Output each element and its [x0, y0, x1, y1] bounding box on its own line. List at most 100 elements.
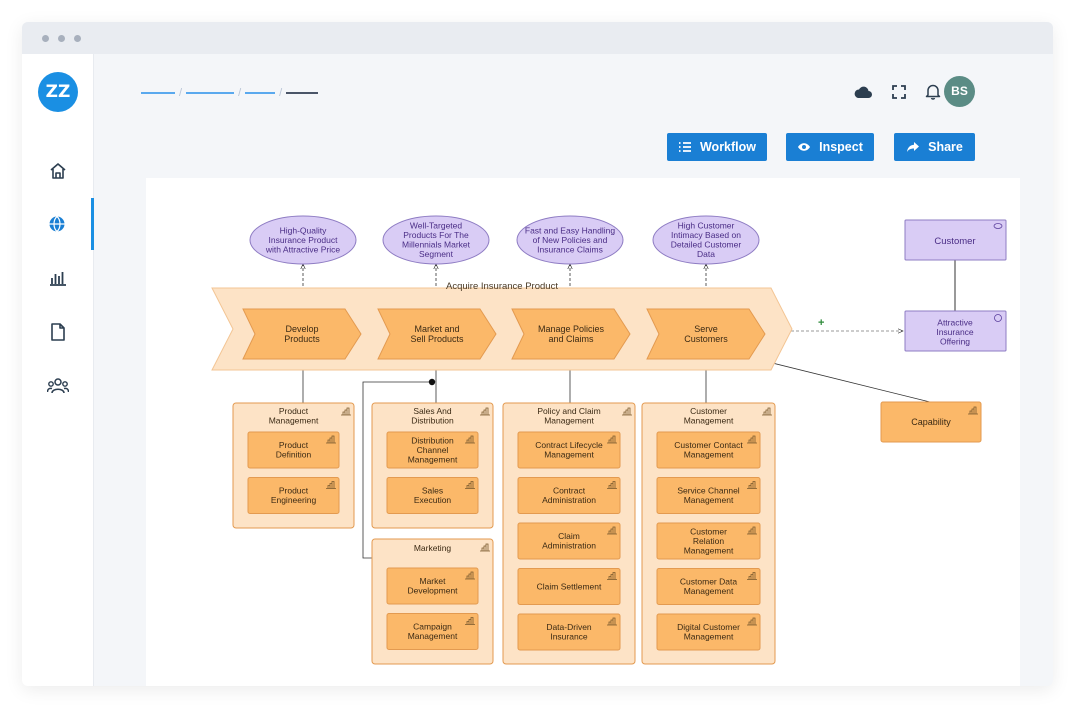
- capability-item-label: Management: [408, 454, 458, 464]
- capability-item-label: Claim: [558, 531, 580, 541]
- workflow-button[interactable]: Workflow: [667, 133, 767, 161]
- capability-item-label: Distribution: [411, 435, 454, 445]
- title-bar: [22, 22, 1053, 54]
- capability-item-label: Market: [420, 576, 447, 586]
- capability-item-label: Channel: [417, 445, 449, 455]
- eye-icon: [798, 143, 811, 151]
- group-title: Marketing: [414, 543, 452, 553]
- capability-item-label: Management: [684, 632, 734, 642]
- cloud-icon[interactable]: [853, 85, 873, 99]
- target-icon: [994, 314, 1002, 322]
- window-dot: [74, 35, 81, 42]
- home-icon: [50, 163, 66, 179]
- capability-item-label: Service Channel: [677, 486, 739, 496]
- value-stream-stage[interactable]: [511, 308, 631, 360]
- window-dot: [58, 35, 65, 42]
- inspect-button[interactable]: Inspect: [786, 133, 874, 161]
- capability-item[interactable]: [247, 431, 340, 469]
- capability-item-label: Digital Customer: [677, 622, 740, 632]
- capability-icon: [480, 407, 490, 416]
- goal-label: High-Quality: [280, 225, 328, 235]
- capability-item-label: Insurance: [550, 632, 588, 642]
- capability-item[interactable]: [517, 613, 621, 651]
- serving-connector: [362, 381, 432, 559]
- nav-home[interactable]: [22, 145, 94, 197]
- capability-icon: [326, 435, 336, 444]
- offering-box[interactable]: [904, 310, 1007, 352]
- archimate-diagram[interactable]: Acquire Insurance ProductDevelopProducts…: [146, 178, 1020, 686]
- stage-label: Market and: [414, 324, 459, 334]
- goal-label: Products For The: [403, 230, 469, 240]
- capability-item[interactable]: [656, 522, 761, 560]
- capability-box[interactable]: [880, 401, 982, 443]
- goal-ellipse[interactable]: [516, 215, 624, 265]
- goal-ellipse[interactable]: [652, 215, 760, 265]
- capability-icon: [762, 407, 772, 416]
- capability-item[interactable]: [656, 568, 761, 605]
- capability-icon: [607, 617, 617, 626]
- inspect-label: Inspect: [819, 140, 863, 154]
- capability-item[interactable]: [656, 431, 761, 469]
- capability-item-label: Data-Driven: [546, 622, 592, 632]
- nav-reports[interactable]: [22, 252, 94, 304]
- customer-role[interactable]: [904, 219, 1007, 261]
- window-dot: [42, 35, 49, 42]
- capability-item-label: Management: [684, 495, 734, 505]
- nav-documents[interactable]: [22, 306, 94, 358]
- capability-icon: [341, 407, 351, 416]
- capability-item-label: Definition: [276, 450, 312, 460]
- group-title: Distribution: [411, 416, 454, 426]
- stage-label: Products: [284, 334, 320, 344]
- offering-label: Insurance: [936, 327, 974, 337]
- capability-item[interactable]: [247, 477, 340, 514]
- capability-item[interactable]: [386, 567, 479, 605]
- breadcrumb-current: [286, 92, 319, 94]
- capability-item[interactable]: [386, 613, 479, 650]
- breadcrumb-item[interactable]: [141, 92, 175, 94]
- breadcrumb-item[interactable]: [245, 92, 276, 94]
- stage-label: Manage Policies: [538, 324, 605, 334]
- bar-chart-icon: [50, 272, 66, 286]
- capability-icon: [326, 481, 336, 489]
- capability-icon: [465, 617, 475, 625]
- goal-label: Intimacy Based on: [671, 230, 741, 240]
- stage-label: Sell Products: [410, 334, 464, 344]
- goal-label: Well-Targeted: [410, 221, 463, 231]
- goal-label: Detailed Customer: [671, 240, 742, 250]
- nav-globe[interactable]: [22, 198, 94, 250]
- goal-ellipse[interactable]: [249, 215, 357, 265]
- capability-item[interactable]: [517, 477, 621, 514]
- capability-item-label: Management: [684, 586, 734, 596]
- capability-item[interactable]: [517, 568, 621, 605]
- offering-label: Attractive: [937, 317, 973, 327]
- list-icon: [678, 142, 691, 152]
- group-title: Sales And: [413, 406, 452, 416]
- capability-item[interactable]: [386, 431, 479, 469]
- capability-item-label: Engineering: [271, 495, 317, 505]
- capability-icon: [747, 435, 757, 444]
- capability-item-label: Management: [684, 450, 734, 460]
- value-stream-stage[interactable]: [377, 308, 497, 360]
- goal-label: with Attractive Price: [265, 244, 340, 254]
- nav-users[interactable]: [22, 360, 94, 412]
- capability-item[interactable]: [656, 477, 761, 514]
- capability-item-label: Product: [279, 486, 309, 496]
- goal-ellipse[interactable]: [382, 215, 490, 265]
- app-logo[interactable]: ZZ: [38, 72, 78, 112]
- user-avatar[interactable]: BS: [944, 76, 975, 107]
- workflow-label: Workflow: [699, 140, 757, 154]
- value-stream-stage[interactable]: [242, 308, 362, 360]
- share-button[interactable]: Share: [894, 133, 975, 161]
- capability-item[interactable]: [386, 477, 479, 514]
- value-stream-stage[interactable]: [646, 308, 766, 360]
- fullscreen-icon[interactable]: [891, 84, 907, 100]
- capability-item-label: Management: [408, 631, 458, 641]
- document-icon: [51, 323, 65, 341]
- capability-icon: [747, 481, 757, 489]
- capability-item[interactable]: [656, 613, 761, 651]
- capability-item[interactable]: [517, 522, 621, 560]
- bell-icon[interactable]: [925, 83, 941, 100]
- capability-item[interactable]: [517, 431, 621, 469]
- breadcrumb-item[interactable]: [186, 92, 235, 94]
